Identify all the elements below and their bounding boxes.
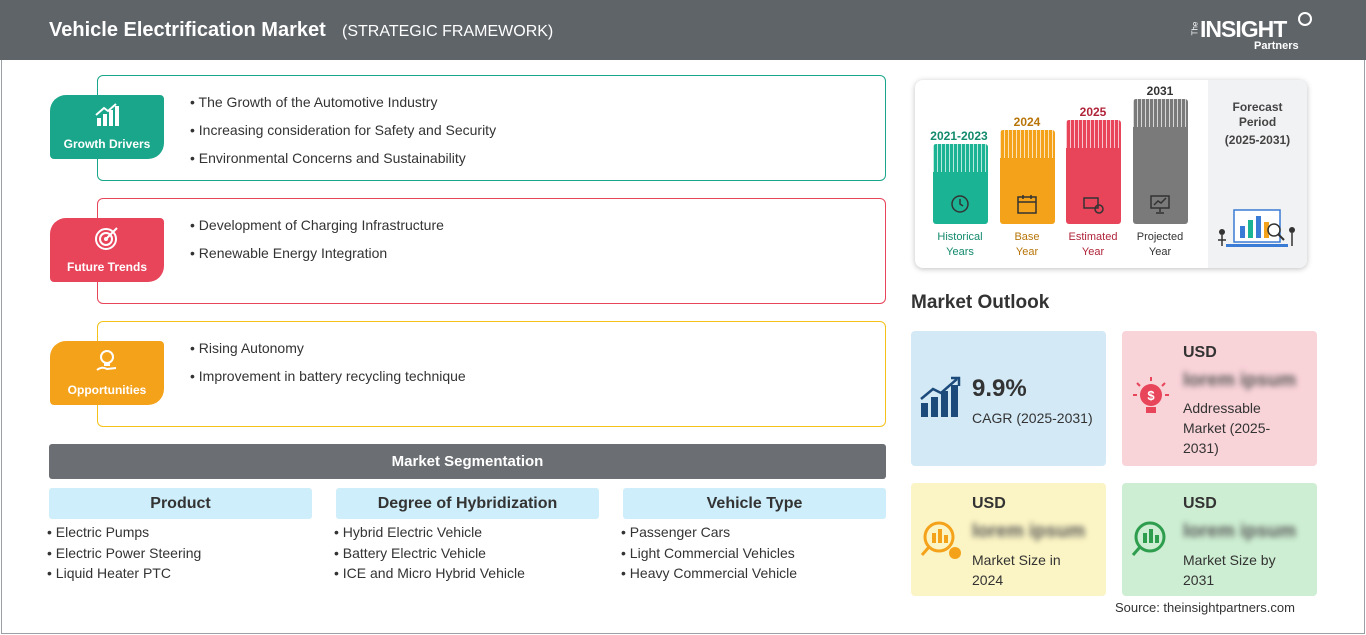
timeline-bar-estimated: [1066, 120, 1121, 224]
logo-the: The: [1190, 21, 1200, 36]
timeline-label-line: Year: [1148, 246, 1172, 258]
page-subtitle: (STRATEGIC FRAMEWORK): [342, 23, 554, 40]
growth-chart-icon: [920, 376, 961, 417]
list-item: The Growth of the Automotive Industry: [190, 94, 496, 122]
list-item: Electric Power Steering: [47, 545, 202, 566]
timeline-label-line: Historical: [937, 231, 983, 243]
market-size-2024-box: USD lorem ipsum Market Size in 2024: [911, 483, 1106, 596]
calendar-icon: [1017, 195, 1037, 214]
timeline-label-line: Year: [1015, 246, 1039, 258]
size-2031-value: lorem ipsum: [1183, 521, 1296, 542]
timeline-panel: 2021-2023 Historical Years 2024 Base Yea…: [915, 80, 1307, 268]
growth-drivers-list: The Growth of the Automotive Industry In…: [190, 94, 497, 178]
addressable-label: Addressable Market (2025-2031): [1183, 400, 1271, 456]
target-icon: [95, 227, 118, 250]
opportunities-card: Rising Autonomy Improvement in battery r…: [97, 321, 886, 427]
list-item: Increasing consideration for Safety and …: [190, 122, 496, 150]
source-link[interactable]: Source: theinsightpartners.com: [1115, 600, 1295, 615]
timeline-bar-projected: [1133, 99, 1188, 224]
size-2024-currency: USD: [972, 495, 1006, 512]
timeline-label-base: Base Year: [992, 230, 1062, 260]
forecast-title-text: Forecast Period: [1232, 100, 1283, 129]
addressable-market-box: $ USD lorem ipsum Addressable Market (20…: [1122, 331, 1317, 466]
timeline-year-projected: 2031: [1146, 84, 1174, 98]
opportunities-badge: Opportunities: [50, 341, 164, 405]
addressable-value: lorem ipsum: [1183, 370, 1296, 391]
growth-drivers-label: Growth Drivers: [63, 137, 151, 151]
market-size-icon: [1131, 521, 1166, 556]
list-item: Passenger Cars: [621, 524, 797, 545]
timeline-label-projected: Projected Year: [1125, 230, 1195, 260]
future-trends-list: Development of Charging Infrastructure R…: [190, 217, 444, 273]
list-item: Heavy Commercial Vehicle: [621, 565, 797, 586]
opportunities-list: Rising Autonomy Improvement in battery r…: [190, 340, 466, 396]
list-item: Renewable Energy Integration: [190, 245, 444, 273]
segment-list-product: Electric Pumps Electric Power Steering L…: [47, 524, 202, 586]
timeline-label-line: Projected: [1136, 231, 1184, 243]
timeline-year-estimated: 2025: [1079, 105, 1107, 119]
forecast-title: Forecast Period: [1208, 100, 1307, 130]
list-item: Electric Pumps: [47, 524, 201, 545]
timeline-label-estimated: Estimated Year: [1058, 230, 1128, 260]
size-2024-label: Market Size in 2024: [972, 552, 1061, 588]
segment-heading-vehicle-type: Vehicle Type: [623, 488, 886, 519]
list-item: ICE and Micro Hybrid Vehicle: [334, 565, 525, 586]
timeline-label-historical: Historical Years: [925, 230, 995, 260]
size-2031-currency: USD: [1183, 495, 1217, 512]
timeline-bar-historical: [933, 144, 988, 224]
logo-insight: INSIGHT: [1200, 16, 1287, 42]
insight-partners-logo[interactable]: The INSIGHT Partners: [1188, 10, 1318, 54]
timeline-label-line: Year: [1081, 246, 1105, 258]
page-title: Vehicle Electrification Market: [49, 19, 326, 41]
growth-drivers-card: The Growth of the Automotive Industry In…: [97, 75, 886, 181]
size-2031-label: Market Size by 2031: [1183, 552, 1276, 588]
addressable-currency: USD: [1183, 344, 1217, 361]
list-item: Development of Charging Infrastructure: [190, 217, 444, 245]
idea-dollar-icon: $: [1133, 377, 1169, 413]
projection-icon: [1150, 195, 1170, 214]
list-item: Environmental Concerns and Sustainabilit…: [190, 150, 496, 178]
estimate-icon: [1083, 197, 1104, 214]
market-outlook-title: Market Outlook: [911, 292, 1050, 313]
growth-drivers-badge: Growth Drivers: [50, 95, 164, 159]
forecast-period: (2025-2031): [1224, 133, 1291, 147]
list-item: Light Commercial Vehicles: [621, 545, 797, 566]
list-item: Hybrid Electric Vehicle: [334, 524, 525, 545]
cagr-box: 9.9% CAGR (2025-2031): [911, 331, 1106, 466]
list-item: Improvement in battery recycling techniq…: [190, 368, 466, 396]
header-bar: Vehicle Electrification Market (STRATEGI…: [0, 0, 1366, 60]
growth-chart-icon: [95, 103, 119, 126]
timeline-label-line: Estimated: [1068, 231, 1118, 243]
opportunities-label: Opportunities: [67, 383, 147, 397]
list-item: Liquid Heater PTC: [47, 565, 201, 586]
future-trends-card: Development of Charging Infrastructure R…: [97, 198, 886, 304]
timeline-year-historical: 2021-2023: [930, 129, 988, 143]
analytics-illustration-icon: [1218, 209, 1295, 247]
market-size-2031-box: USD lorem ipsum Market Size by 2031: [1122, 483, 1317, 596]
market-size-icon: [920, 521, 961, 559]
content-frame: [1, 60, 1365, 634]
cagr-label: CAGR (2025-2031): [972, 410, 1093, 426]
cagr-value: 9.9%: [972, 375, 1027, 402]
segment-heading-hybridization: Degree of Hybridization: [336, 488, 599, 519]
logo-partners: Partners: [1254, 40, 1299, 52]
segment-list-vehicle-type: Passenger Cars Light Commercial Vehicles…: [621, 524, 797, 586]
timeline-label-line: Years: [946, 246, 974, 258]
lightbulb-hand-icon: [96, 350, 117, 371]
future-trends-badge: Future Trends: [50, 218, 164, 282]
list-item: Battery Electric Vehicle: [334, 545, 525, 566]
forecast-period-panel: Forecast Period (2025-2031): [1208, 80, 1307, 268]
segment-heading-product: Product: [49, 488, 312, 519]
list-item: Rising Autonomy: [190, 340, 466, 368]
timeline-bar-base: [1000, 130, 1055, 224]
timeline-label-line: Base: [1014, 231, 1040, 243]
segment-list-hybridization: Hybrid Electric Vehicle Battery Electric…: [334, 524, 525, 586]
logo-bulb-icon: [1298, 12, 1312, 26]
timeline-year-base: 2024: [1013, 115, 1041, 129]
history-icon: [951, 195, 969, 213]
future-trends-label: Future Trends: [66, 260, 147, 274]
size-2024-value: lorem ipsum: [972, 521, 1085, 542]
svg-text:$: $: [1147, 388, 1155, 403]
market-segmentation-bar: Market Segmentation: [49, 444, 886, 479]
